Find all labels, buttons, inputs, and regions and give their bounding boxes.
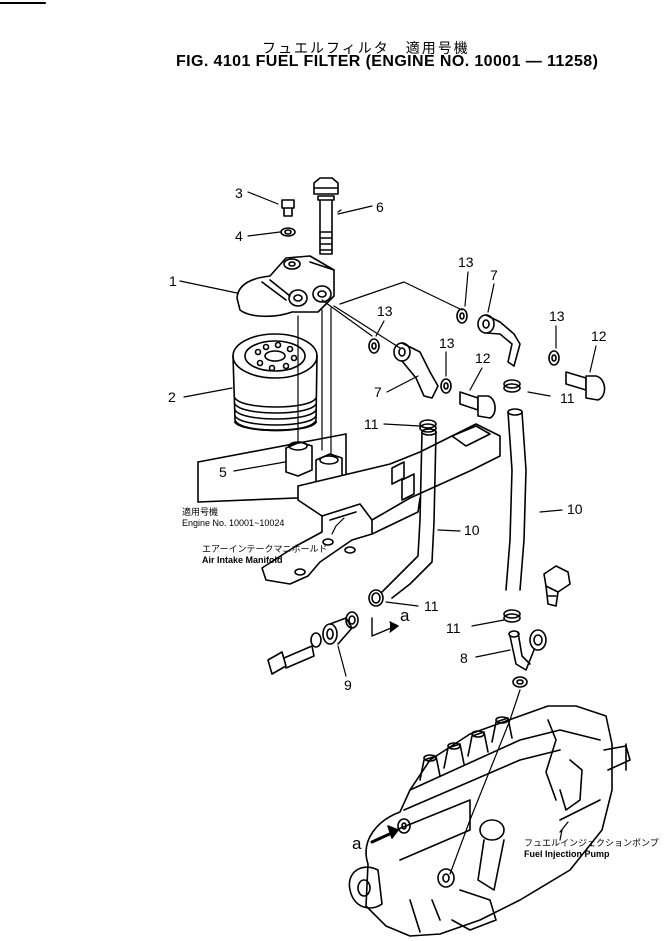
callout-12-right: 12	[591, 328, 607, 344]
callout-11-top: 11	[364, 416, 379, 432]
washer-13	[368, 308, 560, 394]
filter-cartridge-2	[232, 333, 318, 432]
washer-4	[280, 227, 296, 237]
callout-1: 1	[169, 273, 177, 289]
elbow-8	[508, 629, 547, 688]
callout-4: 4	[235, 228, 243, 244]
callout-11-mid: 11	[424, 598, 439, 614]
callout-11-right: 11	[560, 390, 575, 406]
callout-13-top: 13	[458, 254, 474, 270]
manifold-note: エアーインテークマニホールド Air Intake Manifold	[202, 544, 327, 566]
figure-title-japanese: フュエルフィルタ 適用号機	[262, 40, 470, 56]
arrow-a-pump	[370, 825, 399, 844]
callout-6: 6	[376, 199, 384, 215]
callout-9: 9	[344, 677, 352, 693]
pump-bolt	[543, 565, 571, 607]
callout-7-right: 7	[490, 267, 498, 283]
bolt-6	[313, 177, 339, 255]
banjo-bolt-12	[459, 371, 606, 419]
callout-13-left: 13	[377, 303, 393, 319]
callout-3: 3	[235, 185, 243, 201]
figure-title: FIG. 4101 FUEL FILTER (ENGINE NO. 10001 …	[176, 53, 599, 70]
engine-note-en: Engine No. 10001~10024	[182, 518, 285, 528]
manifold-note-jp: エアーインテークマニホールド	[202, 544, 328, 554]
hose-clip-11	[368, 379, 521, 623]
air-intake-manifold	[261, 423, 501, 585]
callout-2: 2	[168, 389, 176, 405]
callout-a-pump: a	[352, 834, 362, 853]
engine-note: 適用号機 Engine No. 10001~10024	[182, 507, 284, 529]
callout-8: 8	[460, 650, 468, 666]
fuel-injection-pump	[348, 705, 631, 937]
callout-13-right: 13	[549, 308, 565, 324]
pump-note-jp: フュエルインジェクションポンプ	[524, 838, 659, 848]
arrow-a-top	[371, 617, 399, 637]
callout-5: 5	[219, 464, 227, 480]
elbow-7-left	[393, 342, 439, 399]
callout-11-bottom: 11	[446, 620, 461, 636]
callout-7-left: 7	[374, 384, 382, 400]
banjo-fitting-9	[267, 611, 359, 675]
elbow-7-right	[477, 314, 521, 367]
callout-10-left: 10	[464, 522, 480, 538]
pump-note-en: Fuel Injection Pump	[524, 849, 610, 859]
callout-10-right: 10	[567, 501, 583, 517]
fuel-hose-10	[381, 408, 527, 599]
pump-note: フュエルインジェクションポンプ Fuel Injection Pump	[524, 838, 659, 860]
callout-12-left: 12	[475, 350, 491, 366]
filter-head-1	[236, 255, 335, 318]
leader-lines	[179, 191, 597, 875]
callout-13-mid: 13	[439, 335, 455, 351]
engine-note-jp: 適用号機	[182, 507, 219, 517]
screw-3	[281, 199, 295, 217]
manifold-note-en: Air Intake Manifold	[202, 555, 283, 565]
callout-a-top: a	[400, 606, 410, 625]
